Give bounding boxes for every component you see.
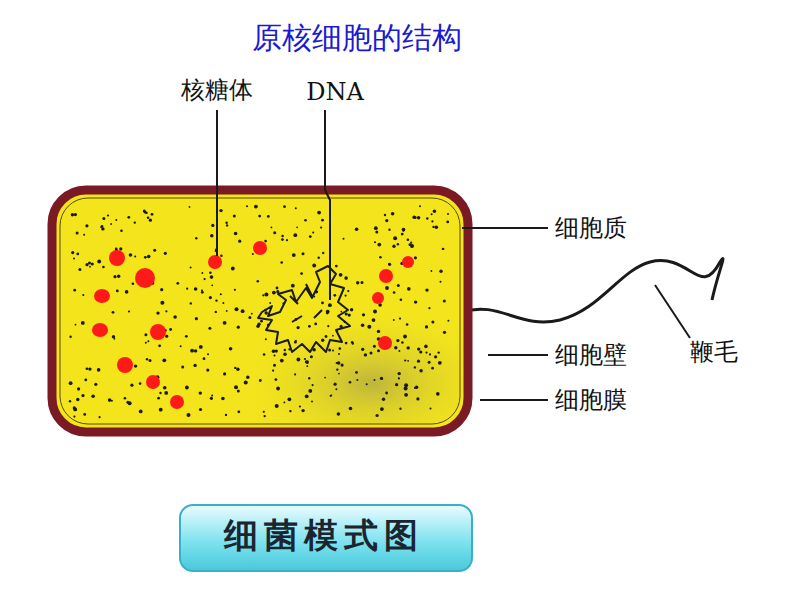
- figure-caption: 细菌模式图: [224, 513, 424, 559]
- part-label: 细胞膜: [555, 384, 627, 416]
- flagellum: [462, 259, 723, 322]
- cytoplasm-granules: [69, 205, 450, 419]
- part-label: 核糖体: [181, 74, 253, 106]
- cell-membrane: [60, 198, 460, 424]
- part-label: 鞭毛: [690, 336, 738, 368]
- ribosome-dots: [92, 241, 414, 409]
- part-label: DNA: [306, 78, 364, 106]
- part-label: 细胞壁: [555, 339, 627, 371]
- part-label: 细胞质: [555, 212, 627, 244]
- leader-lines: [217, 110, 690, 400]
- diagram-title: 原核细胞的结构: [252, 18, 462, 59]
- dna-coil: [258, 266, 350, 352]
- cell-wall: [52, 190, 468, 432]
